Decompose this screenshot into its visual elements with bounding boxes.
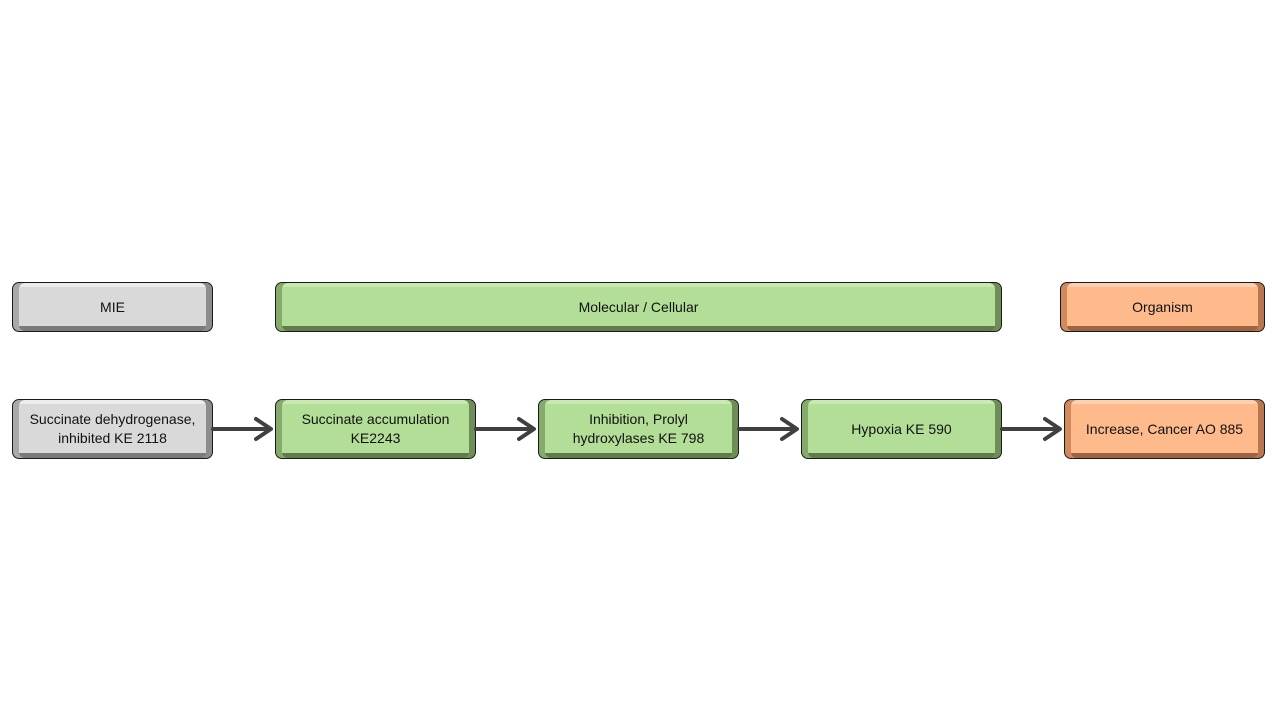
header-organism-label: Organism: [1132, 298, 1193, 315]
header-molecular-cellular: Molecular / Cellular: [275, 282, 1002, 332]
event-box-ke-590: Hypoxia KE 590: [801, 399, 1002, 459]
arrow-4: [1000, 417, 1062, 441]
event-box-ke-798: Inhibition, Prolyl hydroxylases KE 798: [538, 399, 739, 459]
arrow-1: [211, 417, 273, 441]
event-label: Increase, Cancer AO 885: [1085, 420, 1244, 437]
arrow-3: [737, 417, 799, 441]
event-box-ke-2243: Succinate accumulation KE2243: [275, 399, 476, 459]
event-label: Succinate dehydrogenase, inhibited KE 21…: [29, 411, 196, 446]
event-box-mie: Succinate dehydrogenase, inhibited KE 21…: [12, 399, 213, 459]
header-mie: MIE: [12, 282, 213, 332]
event-label: Succinate accumulation KE2243: [301, 411, 450, 446]
arrow-2: [474, 417, 536, 441]
header-molecular-cellular-label: Molecular / Cellular: [578, 298, 699, 315]
header-organism: Organism: [1060, 282, 1265, 332]
event-label: Inhibition, Prolyl hydroxylases KE 798: [572, 411, 705, 446]
header-mie-label: MIE: [100, 298, 125, 315]
event-box-ao-885: Increase, Cancer AO 885: [1064, 399, 1265, 459]
event-label: Hypoxia KE 590: [851, 420, 952, 437]
